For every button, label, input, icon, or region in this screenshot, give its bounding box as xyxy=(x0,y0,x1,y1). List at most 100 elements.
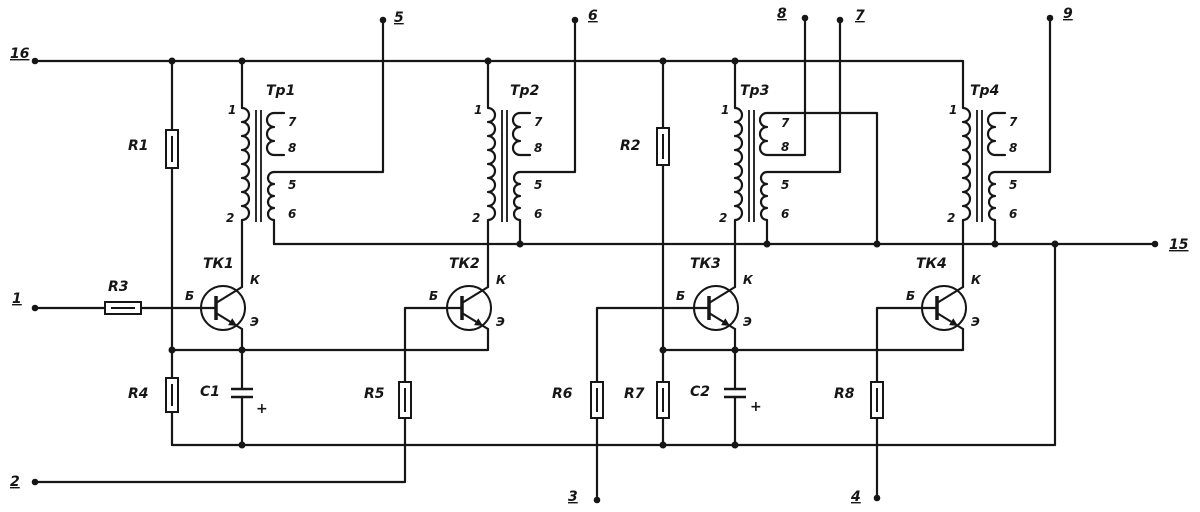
tk4-collector-label: К xyxy=(971,273,982,287)
resistor-r1 xyxy=(165,129,179,169)
core-tr1 xyxy=(255,110,262,222)
terminal-4-label: 4 xyxy=(850,489,861,505)
terminal-1-dot xyxy=(31,304,39,312)
terminal-labels: 16 1 2 3 4 5 6 8 7 9 15 xyxy=(10,6,1189,505)
tr1-pin-7: 7 xyxy=(288,115,297,129)
junction-dot xyxy=(991,240,999,248)
tk4-emitter-label: Э xyxy=(971,315,980,329)
transformer-cores xyxy=(255,110,983,222)
terminal-dots xyxy=(31,14,1159,504)
tr3-pin-2: 2 xyxy=(719,211,727,225)
tr1-pin-5: 5 xyxy=(288,178,296,192)
tr3-pin-7: 7 xyxy=(781,116,790,130)
resistor-r4-label: R4 xyxy=(128,386,149,402)
tk1-collector-label: К xyxy=(250,273,261,287)
junction-dot xyxy=(731,346,739,354)
emitter-lead xyxy=(214,311,244,331)
tr2-pin-5: 5 xyxy=(534,178,542,192)
junction-dot xyxy=(516,240,524,248)
transistor-tk4 xyxy=(921,285,967,331)
winding-tr4-secondary-5-6 xyxy=(987,16,1052,246)
wire-emitter-bus-right xyxy=(661,327,965,352)
tr3-pin-8: 8 xyxy=(781,140,789,154)
core-tr2 xyxy=(501,110,508,222)
resistors xyxy=(104,127,884,419)
collector-lead xyxy=(707,285,737,305)
junction-dot xyxy=(659,441,667,449)
transistor-tk1 xyxy=(200,285,246,331)
component-labels: R1 R2 R3 R4 R5 R6 R7 R8 C1 + C2 + xyxy=(108,138,855,417)
tr4-pin-6: 6 xyxy=(1009,207,1017,221)
transformer-tr1-label: Тр1 xyxy=(266,83,295,99)
capacitor-c1-polarity: + xyxy=(256,401,268,417)
resistor-r8 xyxy=(870,381,884,419)
resistor-r4 xyxy=(165,377,179,413)
junction-dot xyxy=(238,346,246,354)
transistor-body xyxy=(446,285,492,331)
transformer-labels: Тр1 1 2 7 8 5 6 Тр2 1 2 7 8 5 6 Тр3 1 2 … xyxy=(226,83,1018,225)
resistor-r1-label: R1 xyxy=(128,138,149,154)
terminal-2-label: 2 xyxy=(10,474,20,490)
collector-lead xyxy=(214,285,244,305)
tr1-pin-6: 6 xyxy=(288,207,296,221)
tr2-pin-2: 2 xyxy=(472,211,480,225)
transistor-body xyxy=(921,285,967,331)
junction-dots xyxy=(168,57,1059,449)
transistor-body xyxy=(693,285,739,331)
terminal-8-label: 8 xyxy=(777,6,787,22)
wire-bottom-rail xyxy=(170,242,1057,447)
terminal-15-dot xyxy=(1151,240,1159,248)
winding-tr4-primary xyxy=(961,59,972,289)
junction-dot xyxy=(238,441,246,449)
resistor-r5-label: R5 xyxy=(364,386,385,402)
tk2-emitter-label: Э xyxy=(496,315,505,329)
tr2-pin-7: 7 xyxy=(534,115,543,129)
emitter-arrow xyxy=(949,318,958,326)
transistor-tk3 xyxy=(693,285,739,331)
terminal-3-dot xyxy=(593,496,601,504)
terminal-9-label: 9 xyxy=(1063,6,1073,22)
capacitor-c2-polarity: + xyxy=(750,399,762,415)
terminal-4-dot xyxy=(873,494,881,502)
terminal-2-dot xyxy=(31,478,39,486)
junction-dot xyxy=(731,441,739,449)
wires xyxy=(33,16,1157,502)
tr4-pin-1: 1 xyxy=(949,103,957,117)
terminal-5-dot xyxy=(379,16,387,24)
terminal-6-label: 6 xyxy=(588,8,598,24)
terminal-15-label: 15 xyxy=(1169,237,1189,253)
collector-lead xyxy=(935,285,965,305)
terminal-5-label: 5 xyxy=(394,10,404,26)
tr1-pin-8: 8 xyxy=(288,141,296,155)
tk1-emitter-label: Э xyxy=(250,315,259,329)
tr1-pin-1: 1 xyxy=(228,103,236,117)
transformer-tr3-label: Тр3 xyxy=(740,83,769,99)
tk3-emitter-label: Э xyxy=(743,315,752,329)
emitter-lead xyxy=(460,311,490,331)
capacitors xyxy=(231,387,746,399)
terminal-6-dot xyxy=(571,16,579,24)
transistor-tk1-label: ТК1 xyxy=(203,256,234,272)
terminal-7-dot xyxy=(836,16,844,24)
resistor-r7 xyxy=(656,381,670,419)
junction-dot xyxy=(659,57,667,65)
resistor-r2 xyxy=(656,127,670,166)
resistor-r7-label: R7 xyxy=(624,386,645,402)
tr1-pin-2: 2 xyxy=(226,211,234,225)
emitter-arrow xyxy=(474,318,483,326)
wire-base-tk3-r6-input-3 xyxy=(595,306,711,502)
capacitor-c1-label: C1 xyxy=(200,384,220,400)
tk3-base-label: Б xyxy=(676,289,685,303)
tr4-pin-8: 8 xyxy=(1009,141,1017,155)
tr4-pin-2: 2 xyxy=(947,211,955,225)
capacitor-c1 xyxy=(231,387,253,399)
tk2-base-label: Б xyxy=(429,289,438,303)
winding-tr4-secondary-7-8 xyxy=(986,111,1007,157)
junction-dot xyxy=(484,57,492,65)
wire-emitter-bus-left xyxy=(170,327,490,352)
tr3-pin-6: 6 xyxy=(781,207,789,221)
transformer-tr2-label: Тр2 xyxy=(510,83,539,99)
winding-tr3-secondary-7-8 xyxy=(758,16,879,246)
wire-base-tk2-r5-input-2 xyxy=(33,306,464,484)
resistor-r6-label: R6 xyxy=(552,386,573,402)
